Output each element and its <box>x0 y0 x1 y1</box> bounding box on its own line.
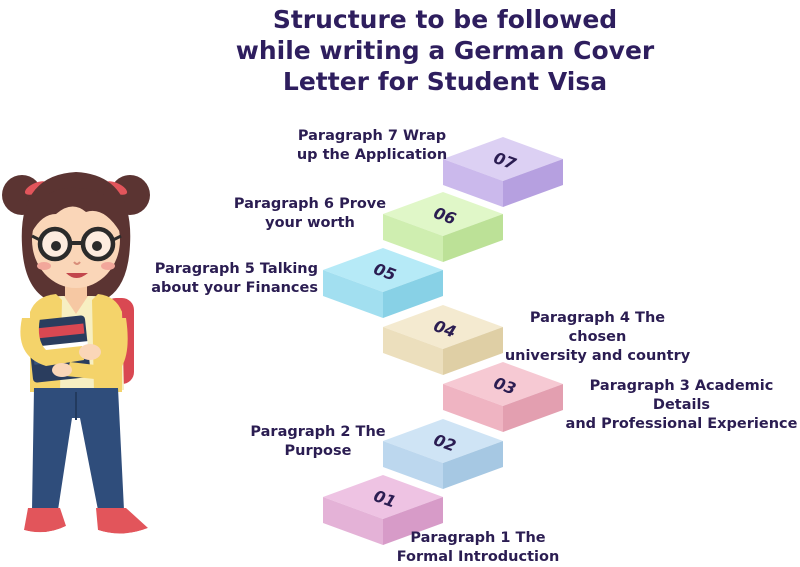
stair-step: 05 <box>323 248 443 318</box>
step-6-label: Paragraph 6 Prove your worth <box>233 196 387 231</box>
title-line-1: Structure to be followed <box>272 5 618 34</box>
stair-step-front <box>383 214 443 262</box>
step-7-label: Paragraph 7 Wrap up the Application <box>296 128 448 163</box>
stair-step-side <box>443 214 503 262</box>
stair-step: 06 <box>383 192 503 262</box>
stair-step: 01 <box>323 475 443 545</box>
stair-step: 02 <box>383 419 503 489</box>
shoe-left <box>24 508 66 533</box>
stair-step-side <box>443 327 503 375</box>
stair-step-front <box>443 384 503 432</box>
stair-step-side <box>383 497 443 545</box>
stair-step: 04 <box>383 305 503 375</box>
jeans <box>32 388 124 510</box>
stair-step-front <box>383 327 443 375</box>
stair-step-side <box>503 384 563 432</box>
step-4-label: Paragraph 4 The chosen university and co… <box>504 310 691 364</box>
stair-step-side <box>503 159 563 207</box>
stair-step: 03 <box>443 362 563 432</box>
stair-step-front <box>383 441 443 489</box>
stair-step-front <box>443 159 503 207</box>
page-title: Structure to be followed while writing a… <box>200 4 690 97</box>
stair-step-side <box>383 270 443 318</box>
step-1-label: Paragraph 1 The Formal Introduction <box>396 530 560 565</box>
shoe-right <box>96 508 148 534</box>
stair-step: 07 <box>443 137 563 207</box>
step-2-label: Paragraph 2 The Purpose <box>250 424 386 459</box>
title-line-2: while writing a German Cover <box>235 36 655 65</box>
title-line-3: Letter for Student Visa <box>282 67 608 96</box>
step-3-label: Paragraph 3 Academic Details and Profess… <box>565 378 798 432</box>
stair-step-front <box>323 270 383 318</box>
stair-step-front <box>323 497 383 545</box>
stair-step-side <box>443 441 503 489</box>
step-5-label: Paragraph 5 Talking about your Finances <box>151 261 318 296</box>
face <box>32 192 120 288</box>
